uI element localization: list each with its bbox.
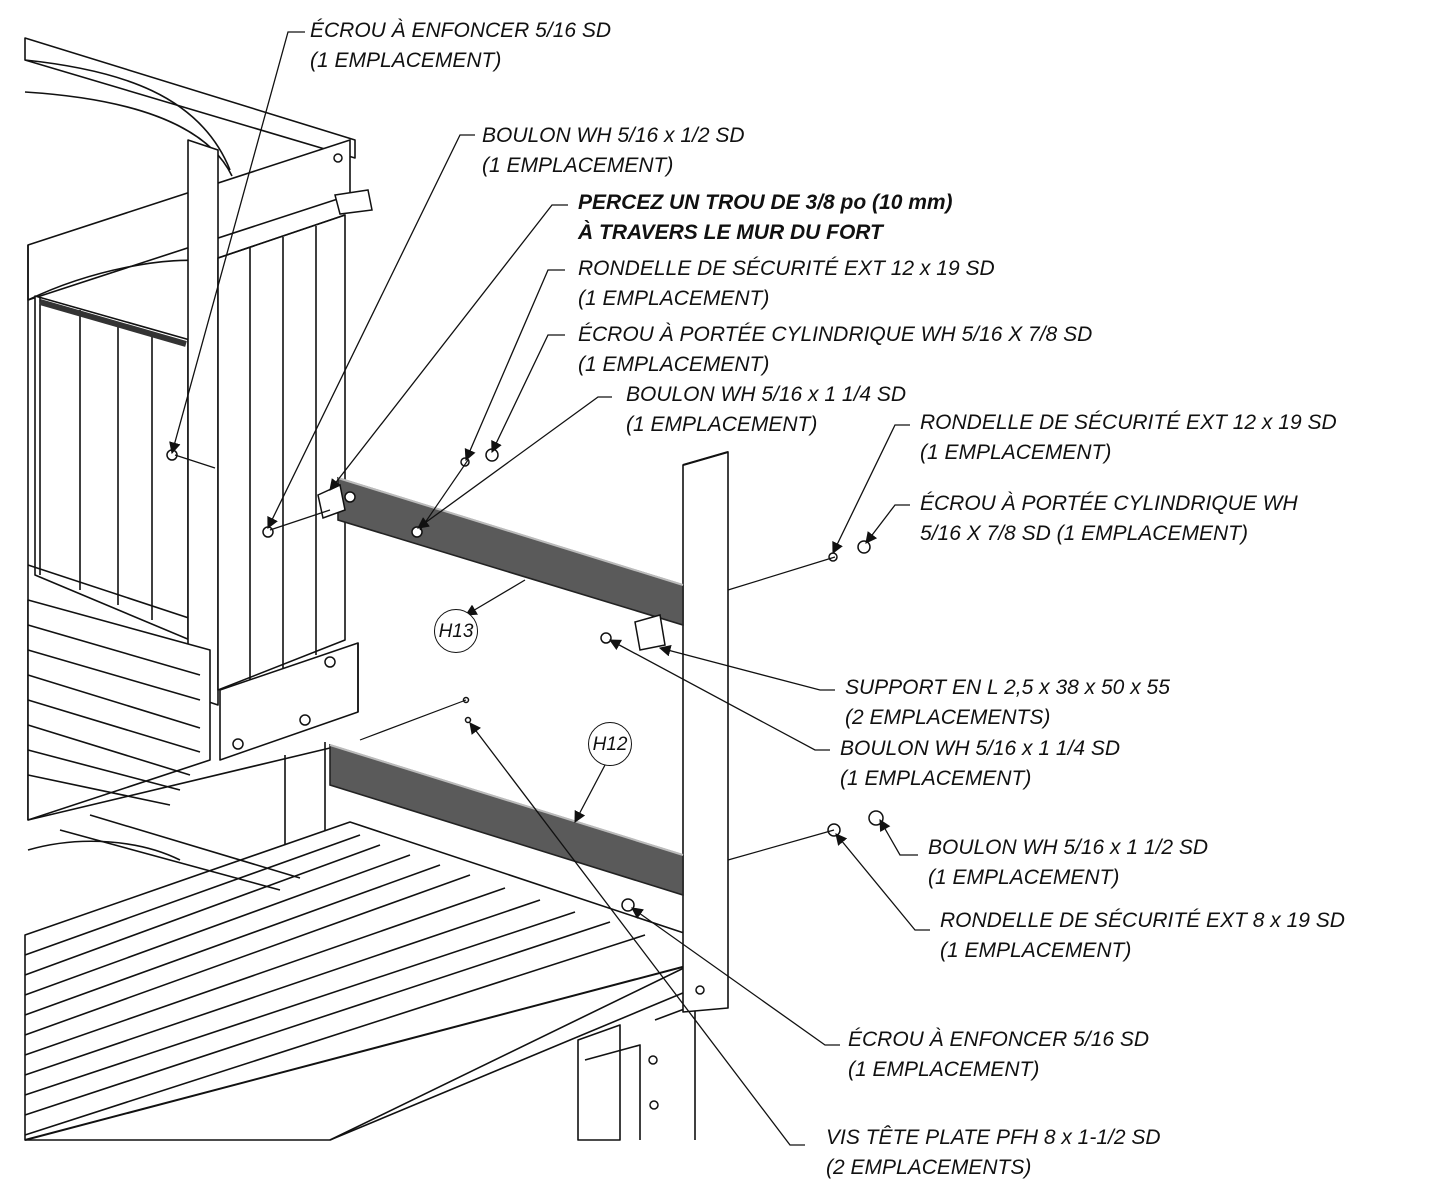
top-bracket <box>334 189 373 215</box>
rail-h13 <box>337 476 684 627</box>
bolt-half-inch <box>262 526 274 538</box>
callout-washer-8x19: RONDELLE DE SÉCURITÉ EXT 8 x 19 SD(1 EMP… <box>940 909 1345 962</box>
callout-bolt-1-1-4-b: BOULON WH 5/16 x 1 1/4 SD(1 EMPLACEMENT) <box>840 737 1121 790</box>
barrel-nut-right <box>857 540 871 554</box>
part-tag-h12: H12 <box>588 722 632 766</box>
right-post <box>682 451 729 1013</box>
support-posts <box>284 742 696 1141</box>
callout-bolt-half-inch: BOULON WH 5/16 x 1/2 SD(1 EMPLACEMENT) <box>482 124 745 177</box>
callout-t-nut-top: ÉCROU À ENFONCER 5/16 SD(1 EMPLACEMENT) <box>310 19 612 72</box>
callout-bolt-1-1-4-a: BOULON WH 5/16 x 1 1/4 SD(1 EMPLACEMENT) <box>626 383 907 436</box>
callout-t-nut-lower: ÉCROU À ENFONCER 5/16 SD(1 EMPLACEMENT) <box>848 1028 1150 1081</box>
callout-drill-instruction: PERCEZ UN TROU DE 3/8 po (10 mm)À TRAVER… <box>578 191 953 244</box>
t-nut-lower <box>621 898 635 912</box>
callout-l-bracket: SUPPORT EN L 2,5 x 38 x 50 x 55(2 EMPLAC… <box>845 676 1170 729</box>
callout-flat-head-screw: VIS TÊTE PLATE PFH 8 x 1-1/2 SD(2 EMPLAC… <box>826 1126 1161 1179</box>
leader-lines <box>169 31 930 1146</box>
part-tag-h13: H13 <box>434 609 478 653</box>
bolt-1-1-4-top <box>411 526 423 538</box>
assembly-axes <box>174 454 836 861</box>
l-bracket-lower <box>634 614 666 651</box>
callout-barrel-nut-a: ÉCROU À PORTÉE CYLINDRIQUE WH 5/16 X 7/8… <box>578 323 1093 376</box>
callout-bolt-1-1-2: BOULON WH 5/16 x 1 1/2 SD(1 EMPLACEMENT) <box>928 836 1209 889</box>
corner-post <box>187 139 219 706</box>
hardware <box>166 153 884 1110</box>
callout-washer-12x19-a: RONDELLE DE SÉCURITÉ EXT 12 x 19 SD(1 EM… <box>578 257 995 310</box>
rail-h12 <box>329 743 684 897</box>
vertical-wall-boards <box>217 214 346 691</box>
upper-deck <box>27 599 331 821</box>
lower-wall-board <box>219 642 359 761</box>
callout-washer-12x19-b: RONDELLE DE SÉCURITÉ EXT 12 x 19 SD(1 EM… <box>920 411 1337 464</box>
bolt-1-1-2 <box>868 810 884 826</box>
arch-beam <box>24 37 356 177</box>
bolt-1-1-4-mid <box>600 632 612 644</box>
